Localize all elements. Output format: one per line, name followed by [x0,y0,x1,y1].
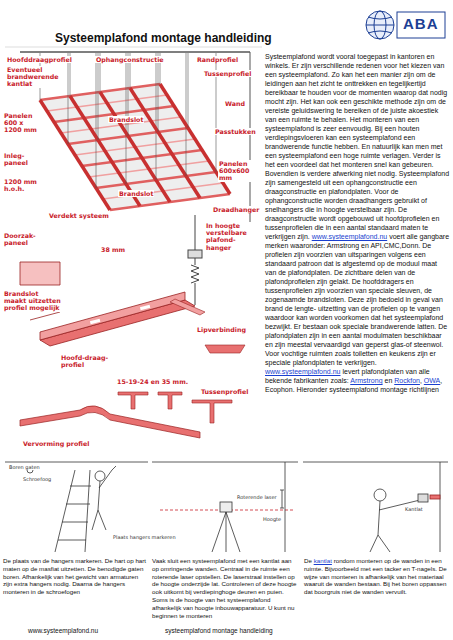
sketch-label: Kantlat [404,506,424,512]
main-profile [100,92,170,202]
link-text: kantlat [314,557,332,564]
link-text: Rockfon [394,377,420,384]
part-label: Draadhanger [212,206,259,213]
link-text: Armstrong [350,377,382,384]
wire-hanger [68,53,69,144]
body-text: en [384,377,392,384]
caption: De plaats van de hangers markeren. De ha… [3,557,148,596]
part-label: Verdekt systeem [48,212,110,219]
dimension: 1200 mm h.o.h. [3,178,45,192]
adjustable-hanger [188,215,202,305]
logo-text: ABA [403,15,439,32]
sketch-tacker [303,462,448,552]
ceiling-grid [40,53,230,210]
part-label: Brandslot [108,116,144,123]
logo-frame [397,12,445,38]
text-column: Systeemplafond wordt vooral toegepast in… [265,52,450,394]
wire-hanger [188,53,189,128]
sketch-label: Hoogte [262,516,282,522]
logo-globe [366,11,394,39]
link-text: www.systeemplafond.nu [265,368,340,375]
part-label: Inleg-paneel [3,152,39,166]
part-label: In hoogte verstelbare plafond-hanger [205,222,257,251]
dimension: 15-19-24 en 35 mm. [116,378,189,385]
page-title: Systeemplafond montage handleiding [55,31,272,45]
wall [250,52,251,245]
caption: Vaak sluit een systeemplafond met een ka… [152,557,300,619]
part-label: Lipverbinding [196,326,247,333]
part-label: Tussenprofiel [200,388,249,395]
part-label: Vervorming profiel [22,440,90,447]
wire-hanger [96,53,97,188]
part-label: Ophangconstructie [95,56,165,63]
part-label: Hoofddraagprofiel [6,56,73,63]
main-profile-detail [40,292,205,346]
wire-hanger [128,53,129,136]
main-profile [130,88,200,198]
body-text: Systeemplafond wordt vooral toegepast in… [265,53,449,240]
footer-url: www.systeemplafond.nu [28,627,98,634]
body-text: Ecophon. Hieronder systeemplafond montag… [265,386,439,393]
footer-title: systeemplafond montage handleiding [165,627,273,634]
main-profile [40,100,110,210]
wire-hanger [156,53,157,180]
sketch-label: Plaats hangers markeren [112,534,177,540]
sketch-label: Roterende laser [236,494,278,500]
part-label: Passtukken [214,128,257,135]
link-text: www.systeemplafond.nu [312,233,387,240]
body-text: Vaak sluit een systeemplafond met een ka… [152,557,296,619]
rule [5,47,262,48]
body-text: De [304,557,312,564]
part-label: Tussenprofiel [203,70,252,77]
link-text: OWA [424,377,440,384]
part-label: Panelen 600x600 mm [218,160,254,182]
body-text: , [420,377,422,384]
body-text: , [440,377,442,384]
part-label: Eventueel brandwerende kantlat [6,66,56,88]
sketch-label: Boren gaten [8,464,41,470]
part-label: Brandslot [118,190,154,197]
dimension: 38 mm [100,246,126,253]
ceiling-slab [20,51,250,53]
sketch-label: Schroefoog [22,476,52,482]
part-label: Hoofd-draag-profiel [60,354,112,368]
caption: De kantlat rondom monteren op de wanden … [304,557,450,596]
ceiling-panels [40,84,230,210]
part-label: Randprofiel [196,56,239,63]
body-text: De plaats van de hangers markeren. De ha… [3,557,146,595]
wire-hanger [98,53,99,140]
part-label: Doorzak-paneel [3,232,45,246]
deformed-profile [20,406,200,438]
wire-hanger [158,53,159,132]
wire-hanger [186,53,187,176]
part-label: Panelen 600 x 1200 mm [3,112,41,134]
part-label: Wand [224,100,246,107]
body-text: voert alle gangbare merken waaronder: Ar… [265,233,449,366]
part-label: Brandslot maakt uitzetten profiel mogeli… [3,290,63,312]
